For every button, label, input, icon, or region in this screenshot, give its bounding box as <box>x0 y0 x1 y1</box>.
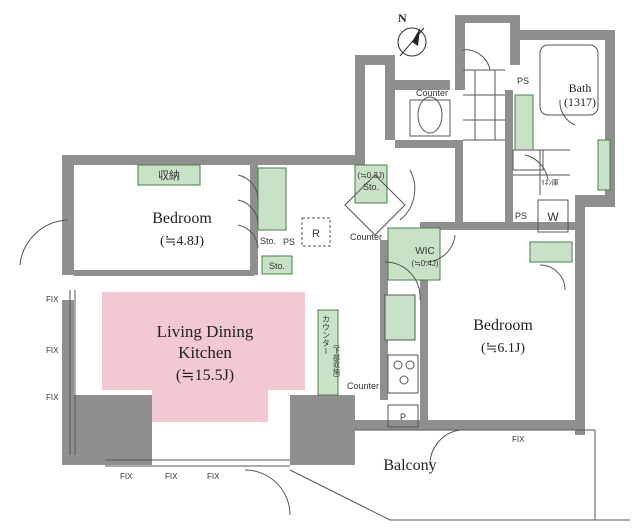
fix-label-1: FIX <box>46 295 59 304</box>
sto-3-size: (≒0.3J) <box>357 171 384 180</box>
wic-size: (≒0.4J) <box>411 259 438 268</box>
walls <box>62 15 615 465</box>
shuno-label: 収納 <box>158 169 180 182</box>
ldk-name-line1: Living Dining <box>157 322 254 341</box>
w-label: W <box>547 210 559 224</box>
ldk-size: (≒15.5J) <box>176 367 234 384</box>
kitchen-counter-jp-2: （下部収納） <box>333 340 341 382</box>
kitchen-counter-jp-1: カウンター <box>322 315 331 355</box>
p-label: P <box>400 412 406 422</box>
ps-label-1: PS <box>283 237 295 247</box>
sto-label-2: Sto. <box>269 261 285 271</box>
counter-toilet-label: Counter <box>416 88 448 98</box>
r-label: R <box>312 228 320 240</box>
bedroom-east-size: (≒6.1J) <box>481 341 525 356</box>
wic-label: WIC <box>415 246 434 257</box>
fix-label-7: FIX <box>512 435 525 444</box>
counter-kitchen-label: Counter <box>347 381 379 391</box>
storage-units <box>137 94 611 396</box>
fix-label-3: FIX <box>46 393 59 402</box>
fix-label-5: FIX <box>165 472 178 481</box>
bedroom-east-name: Bedroom <box>473 317 533 334</box>
fix-label-4: FIX <box>120 472 133 481</box>
bath-name: Bath <box>569 81 592 95</box>
ps-label-3: PS <box>515 211 527 221</box>
ldk-floor <box>102 292 305 422</box>
wash-jp-label: ﾘﾈﾝ庫 <box>541 178 559 187</box>
sto-label-3: Sto. <box>363 182 379 192</box>
fixtures <box>19 44 630 521</box>
bath-size: (1317) <box>564 95 596 109</box>
bedroom-west-size: (≒4.8J) <box>160 234 204 249</box>
compass-label: N <box>398 11 407 25</box>
compass-icon: N <box>397 11 427 57</box>
counter-hall-label: Counter <box>350 232 382 242</box>
fix-label-6: FIX <box>207 472 220 481</box>
sto-label-1: Sto. <box>260 236 276 246</box>
balcony-name: Balcony <box>383 457 436 474</box>
fix-label-2: FIX <box>46 346 59 355</box>
ps-label-2: PS <box>517 76 529 86</box>
bedroom-west-name: Bedroom <box>152 210 212 227</box>
ldk-name-line2: Kitchen <box>178 343 232 362</box>
